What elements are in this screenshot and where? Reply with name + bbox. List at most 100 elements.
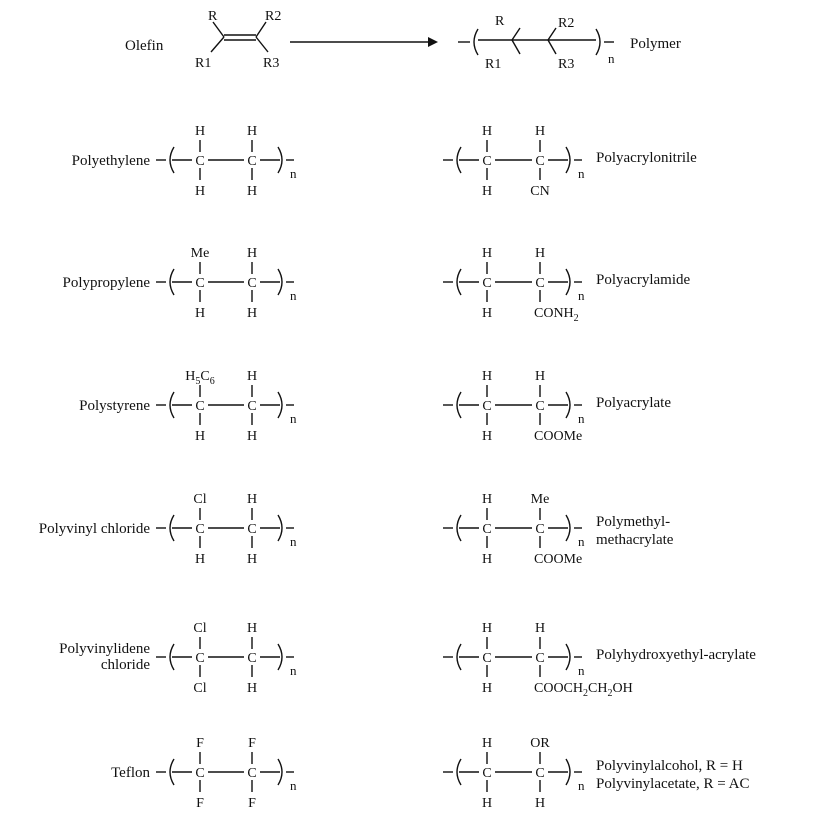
substituent-top-2: H	[247, 369, 257, 384]
olefin-r: R	[208, 9, 218, 24]
left-polymer-name-2: Polypropylene	[63, 275, 151, 291]
substituent-top-2: H	[535, 369, 545, 384]
polymer-n: n	[608, 51, 615, 66]
polymer-name-line: methacrylate	[596, 532, 674, 548]
polymer-name-line: Teflon	[111, 765, 150, 781]
substituent-bottom-1: H	[482, 796, 492, 811]
repeat-count-n: n	[578, 778, 585, 793]
carbon-atom-1: C	[195, 766, 204, 781]
repeat-count-n: n	[290, 411, 297, 426]
polymer-name-line: Polyvinylidene	[59, 641, 150, 657]
carbon-atom-1: C	[482, 154, 491, 169]
substituent-top-1: H	[482, 621, 492, 636]
reaction-header: Olefin R R1 R2 R3	[125, 9, 681, 72]
left-polymer-name-6: Teflon	[111, 765, 150, 781]
polymer-name-line: Polypropylene	[63, 275, 151, 291]
carbon-atom-2: C	[535, 399, 544, 414]
carbon-atom-2: C	[247, 522, 256, 537]
repeat-count-n: n	[290, 778, 297, 793]
polymer-name-line: Polyvinylalcohol, R = H	[596, 758, 743, 774]
olefin-r1: R1	[195, 56, 211, 71]
substituent-bottom-1: H	[482, 429, 492, 444]
repeat-count-n: n	[290, 288, 297, 303]
left-polymer-name-3: Polystyrene	[79, 398, 150, 414]
right-polymer-name-4: Polymethyl-methacrylate	[596, 514, 674, 548]
substituent-top-1: H	[482, 736, 492, 751]
substituent-bottom-1: H	[482, 681, 492, 696]
repeat-count-n: n	[290, 534, 297, 549]
olefin-r3: R3	[263, 56, 279, 71]
repeat-count-n: n	[290, 663, 297, 678]
polymer-label: Polymer	[630, 36, 681, 52]
substituent-bottom-1: Cl	[193, 681, 206, 696]
substituent-bottom-1: F	[196, 796, 204, 811]
substituent-top-1: Cl	[193, 621, 206, 636]
substituent-top-1: H	[195, 124, 205, 139]
substituent-top-1: H	[482, 492, 492, 507]
carbon-atom-1: C	[195, 276, 204, 291]
repeat-count-n: n	[578, 534, 585, 549]
substituent-top-2: H	[247, 124, 257, 139]
polymer-name-line: Polyhydroxyethyl-acrylate	[596, 647, 756, 663]
substituent-top-1: H	[482, 246, 492, 261]
olefin-r2: R2	[265, 9, 281, 24]
polymer-name-line: Polyacrylonitrile	[596, 150, 697, 166]
substituent-bottom-1: H	[195, 552, 205, 567]
substituent-top-2: F	[248, 736, 256, 751]
carbon-atom-2: C	[535, 522, 544, 537]
carbon-atom-2: C	[535, 276, 544, 291]
carbon-atom-2: C	[535, 651, 544, 666]
substituent-top-1: Me	[191, 246, 210, 261]
carbon-atom-2: C	[535, 154, 544, 169]
polymer-r1: R1	[485, 57, 501, 72]
substituent-top-2: H	[247, 246, 257, 261]
polymer-name-line: Polymethyl-	[596, 514, 670, 530]
carbon-atom-2: C	[247, 399, 256, 414]
substituent-bottom-2: H	[535, 796, 545, 811]
polymer-r: R	[495, 14, 505, 29]
polymer-r2: R2	[558, 16, 574, 31]
polymer-name-line: Polystyrene	[79, 398, 150, 414]
substituent-bottom-2: H	[247, 681, 257, 696]
substituent-top-2: H	[535, 124, 545, 139]
left-polymer-name-4: Polyvinyl chloride	[39, 521, 151, 537]
olefin-structure: R R1 R2 R3	[195, 9, 281, 71]
polymer-name-line: Polyvinyl chloride	[39, 521, 151, 537]
substituent-top-2: Me	[531, 492, 550, 507]
polymer-name-line: Polyacrylamide	[596, 272, 690, 288]
carbon-atom-1: C	[195, 522, 204, 537]
polymer-name-line: Polyacrylate	[596, 395, 671, 411]
carbon-atom-2: C	[247, 276, 256, 291]
substituent-top-1: F	[196, 736, 204, 751]
substituent-top-2: H	[535, 246, 545, 261]
substituent-bottom-2: F	[248, 796, 256, 811]
carbon-atom-1: C	[482, 399, 491, 414]
substituent-top-2: H	[247, 621, 257, 636]
substituent-bottom-1: H	[482, 552, 492, 567]
polymer-name-line: chloride	[101, 657, 150, 673]
carbon-atom-2: C	[247, 766, 256, 781]
carbon-atom-1: C	[482, 522, 491, 537]
substituent-top-1: H	[482, 124, 492, 139]
reaction-arrow	[290, 37, 438, 47]
substituent-bottom-2: COOMe	[534, 552, 582, 567]
carbon-atom-1: C	[482, 276, 491, 291]
carbon-atom-2: C	[535, 766, 544, 781]
carbon-atom-1: C	[195, 399, 204, 414]
repeat-count-n: n	[578, 663, 585, 678]
right-polymer-name-5: Polyhydroxyethyl-acrylate	[596, 647, 756, 663]
substituent-bottom-1: H	[482, 306, 492, 321]
repeat-count-n: n	[578, 288, 585, 303]
polymer-name-line: Polyvinylacetate, R = AC	[596, 776, 749, 792]
